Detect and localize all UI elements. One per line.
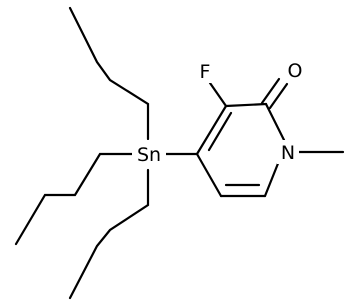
atom-label-nitrogen-group: N	[277, 140, 299, 164]
atom-label-oxygen: O	[288, 60, 303, 82]
pyridinone-ring	[195, 102, 286, 198]
bond-n1-c6	[263, 159, 281, 198]
atom-label-fluorine: F	[200, 61, 211, 83]
atom-label-tin-group: Sn	[132, 140, 166, 166]
bond-c3-c2	[224, 102, 268, 108]
butyl-chain-lower	[68, 168, 150, 300]
atom-label-tin: Sn	[137, 144, 161, 166]
butyl-chain-upper	[68, 6, 150, 141]
bond-c2-n1	[264, 102, 286, 142]
bond-c4-c3-inner	[207, 111, 233, 152]
atom-label-oxygen-group: O	[284, 58, 306, 82]
butyl-chain-left	[14, 152, 135, 246]
bond-c2-oxygen-a	[260, 77, 281, 105]
bond-c5-c4	[195, 152, 223, 198]
atom-label-fluorine-group: F	[196, 59, 216, 83]
bond-c2-oxygen-b	[268, 82, 289, 110]
bond-c4-c3	[195, 104, 228, 156]
bond-c3-fluorine	[208, 81, 228, 108]
atom-label-nitrogen: N	[281, 142, 295, 164]
